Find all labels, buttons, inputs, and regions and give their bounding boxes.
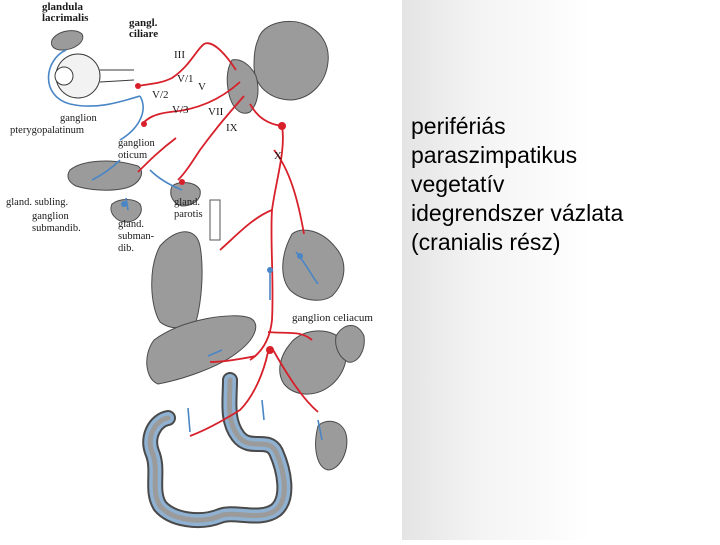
label-ganglion-celiacum: ganglion celiacum (292, 312, 373, 324)
blue-fibres (47, 49, 323, 441)
slide-right-panel (402, 0, 720, 540)
title-line-3: vegetatív (411, 171, 505, 197)
sublingual-gland-shape (67, 160, 142, 191)
label-ganglion-pterygopalatinum: ganglion (60, 113, 97, 124)
lacrimal-gland-shape (51, 30, 84, 51)
label-glandula: glandula (42, 1, 83, 13)
label-ciliare: ciliare (129, 28, 159, 40)
label-gland-submandib: gland. (118, 219, 144, 230)
label-ganglion-submandib: ganglion (32, 211, 69, 222)
title-line-2: paraszimpatikus (411, 142, 578, 168)
label-submandib: submandib. (32, 223, 81, 234)
label-parotis: parotis (174, 209, 203, 220)
intestine (142, 372, 293, 529)
label-lacrimalis: lacrimalis (42, 12, 89, 24)
label-oticum: oticum (118, 150, 148, 161)
nervous-system-diagram: glandula lacrimalis gangl. ciliare gangl… (6, 1, 373, 529)
label-subman: subman- (118, 231, 155, 242)
eye (54, 53, 135, 99)
heart-shape (282, 229, 345, 301)
nerve-V1: V/1 (177, 73, 194, 85)
label-gland-subling: gland. subling. (6, 197, 69, 208)
nerve-V3: V/3 (172, 104, 189, 116)
nerve-VII: VII (208, 106, 224, 118)
nerve-III: III (174, 49, 185, 61)
nerve-V: V (198, 81, 206, 93)
slide-title: perifériás paraszimpatikus vegetatív ide… (411, 112, 711, 257)
red-fibres (137, 42, 319, 437)
lung-shape (151, 231, 203, 329)
label-ganglion-oticum: ganglion (118, 138, 155, 149)
nerve-IX: IX (226, 122, 238, 134)
nerve-X: X (274, 150, 282, 162)
kidney-shape (315, 420, 348, 471)
liver-shape (146, 315, 257, 385)
label-dib: dib. (118, 243, 135, 254)
title-line-1: perifériás (411, 113, 506, 139)
nerve-V2: V/2 (152, 89, 169, 101)
diagram-illustration (47, 20, 365, 529)
spinal-column-shape (209, 199, 221, 241)
brainstem-shape (226, 59, 259, 114)
label-gangl: gangl. (129, 17, 158, 29)
label-gland-parotis: gland. (174, 197, 200, 208)
brain-shape (253, 20, 329, 101)
spleen-shape (335, 325, 365, 363)
title-line-5: (cranialis rész) (411, 229, 561, 255)
label-pterygopalatinum: pterygopalatinum (10, 125, 85, 136)
ganglia (135, 83, 286, 354)
stomach-shape (279, 330, 347, 395)
title-line-4: idegrendszer vázlata (411, 200, 624, 226)
